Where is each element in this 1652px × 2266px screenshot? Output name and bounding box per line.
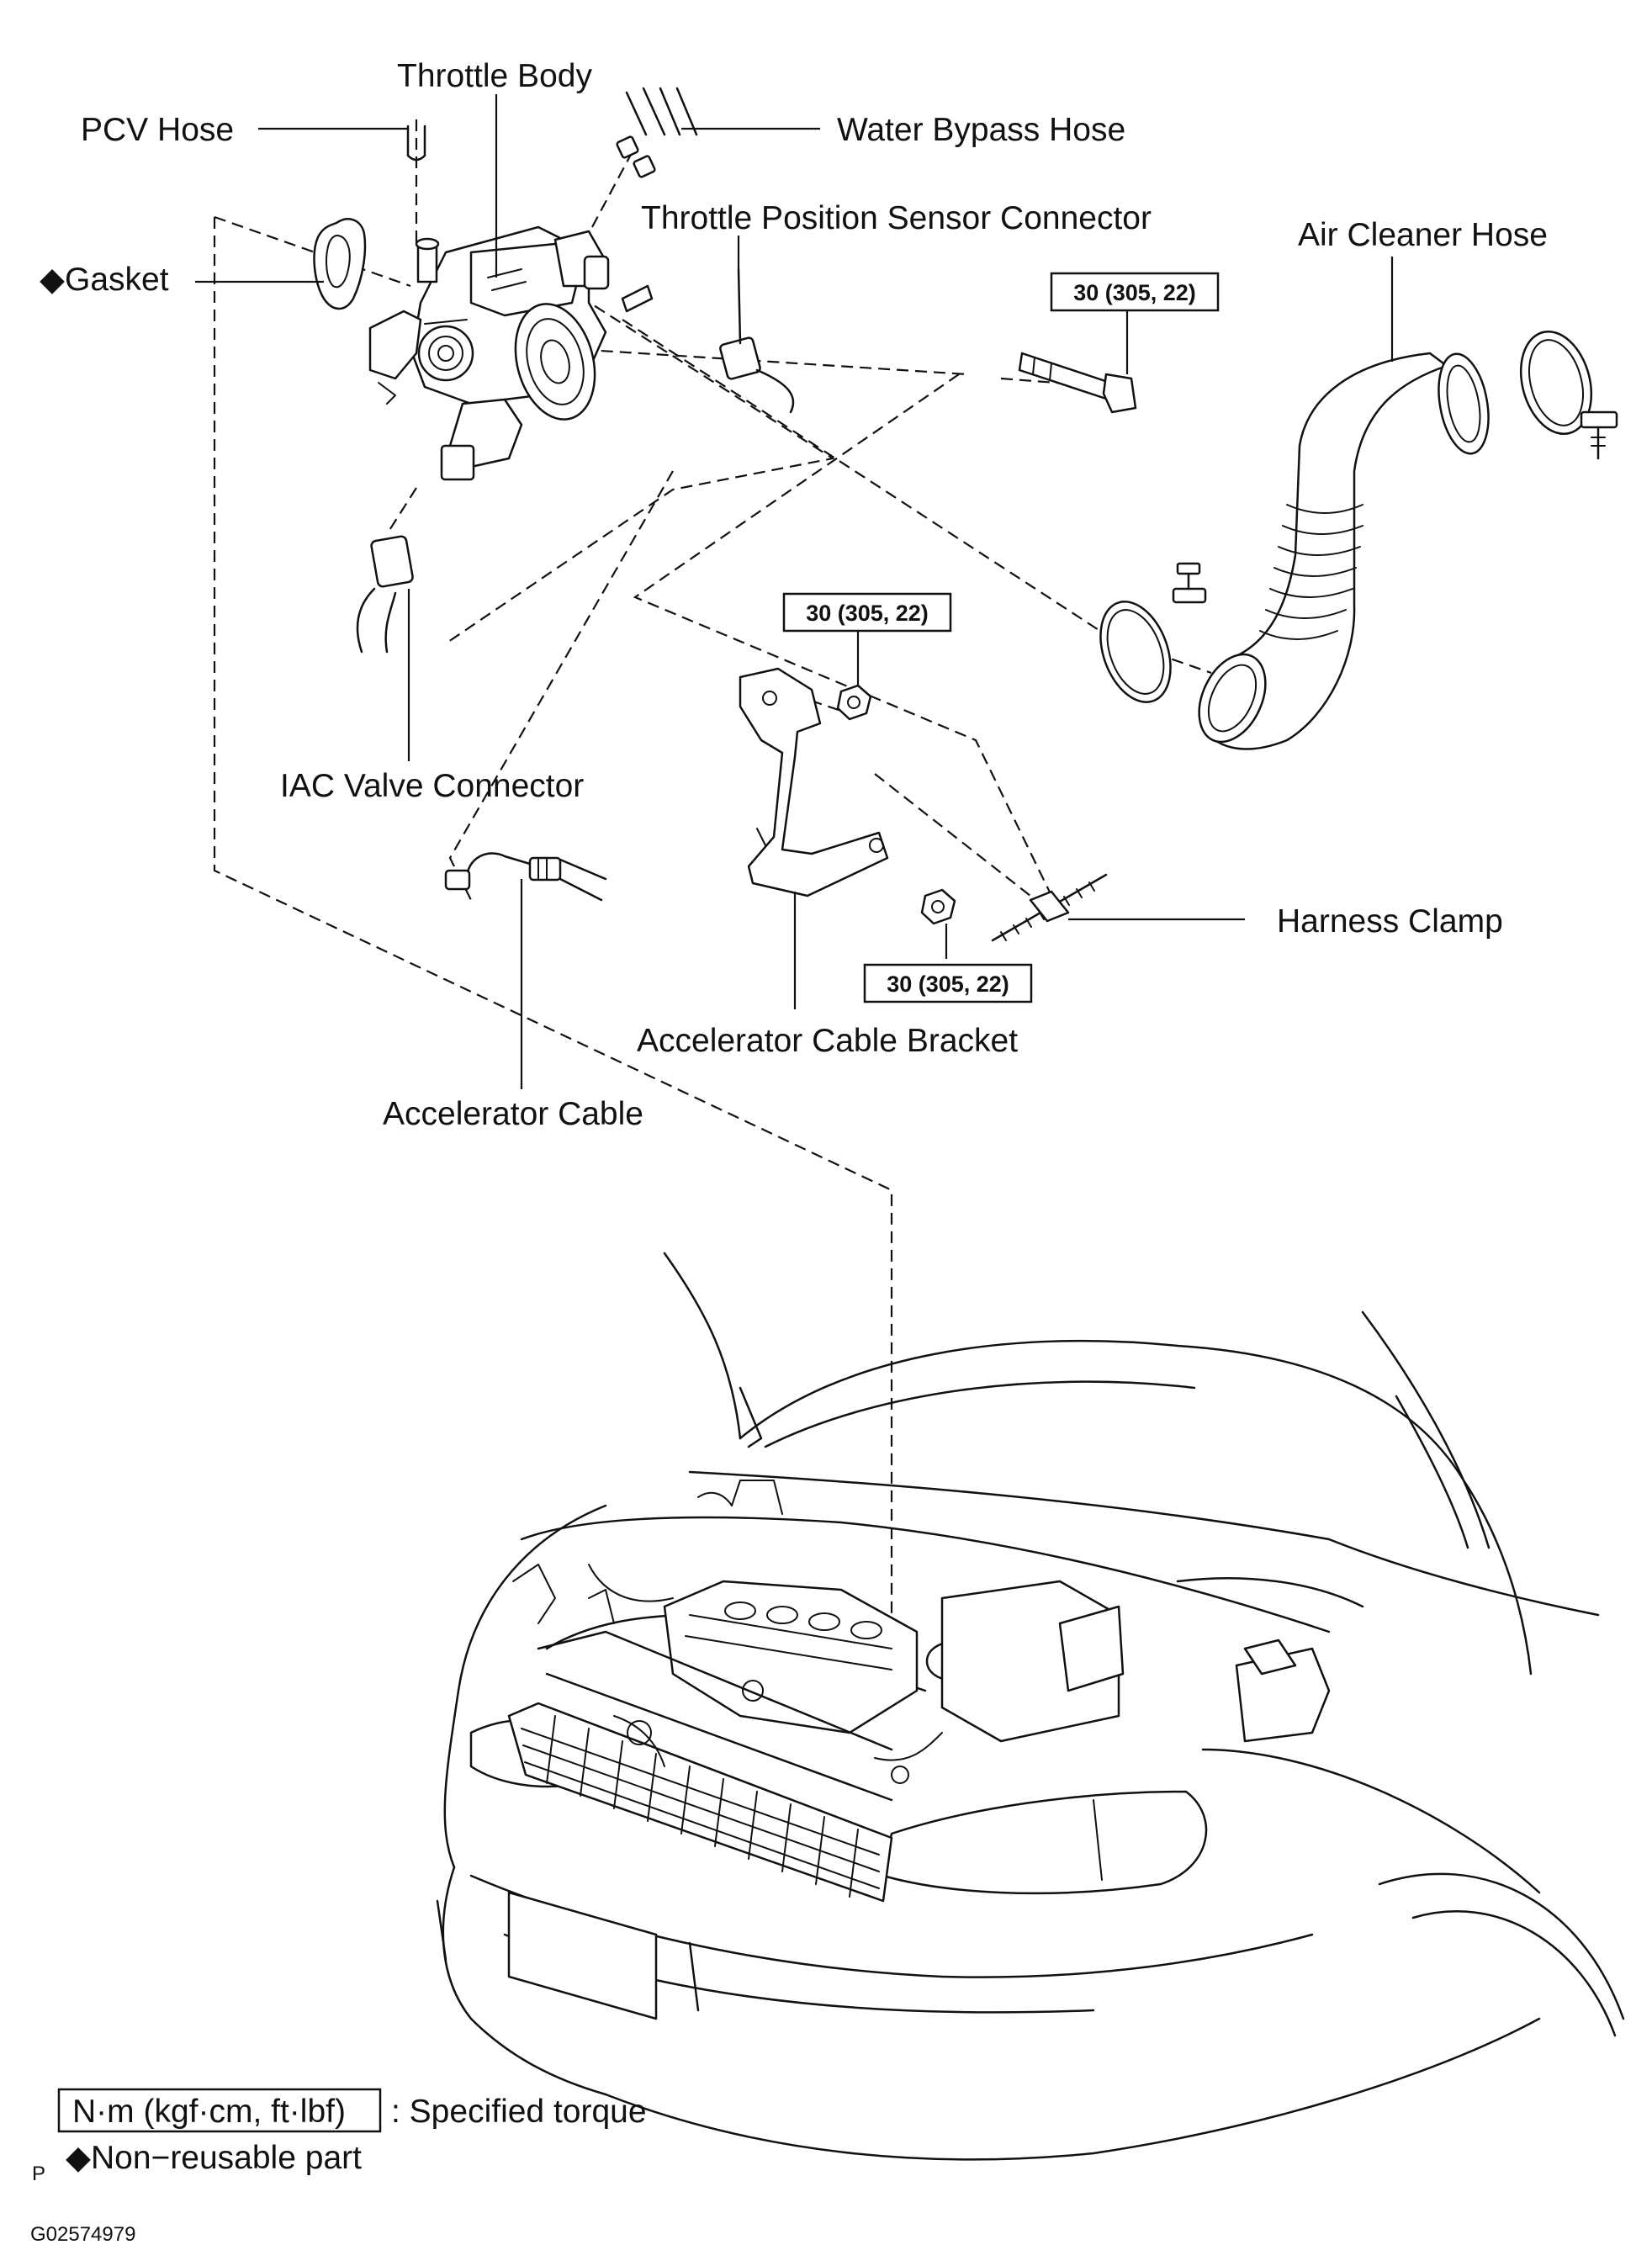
torque-value-lower-nut: 30 (305, 22) <box>887 972 1009 997</box>
legend: N·m (kgf·cm, ft·lbf) : Specified torque … <box>57 2088 647 2176</box>
pcv-hose-part <box>406 124 426 161</box>
legend-torque-unit: N·m (kgf·cm, ft·lbf) <box>72 2094 346 2130</box>
iac-connector-part <box>356 535 414 654</box>
part-labels: Throttle Body PCV Hose Water Bypass Hose… <box>40 58 1548 1132</box>
hose-clamp-upper-part <box>1519 330 1618 460</box>
label-throttle-body: Throttle Body <box>397 58 592 94</box>
label-gasket: ◆Gasket <box>40 262 169 298</box>
water-bypass-hose-part <box>616 87 698 178</box>
label-accelerator-cable: Accelerator Cable <box>383 1096 643 1132</box>
torque-value-upper-nut: 30 (305, 22) <box>806 601 929 626</box>
figure-footer: P G02574979 <box>30 2163 135 2246</box>
legend-torque-desc: : Specified torque <box>391 2094 647 2130</box>
accelerator-cable-part <box>444 852 607 902</box>
air-cleaner-hose-part <box>1198 352 1490 750</box>
vehicle-front-view <box>436 1252 1625 2161</box>
bracket-nut-lower-part <box>920 888 956 925</box>
label-pcv-hose: PCV Hose <box>81 112 234 148</box>
hose-clamp-lower-part <box>1099 562 1207 703</box>
label-accelerator-cable-bracket: Accelerator Cable Bracket <box>637 1023 1018 1059</box>
torque-value-bolt: 30 (305, 22) <box>1073 280 1196 305</box>
torque-spec-bolt: 30 (305, 22) <box>1050 272 1220 312</box>
leader-lines <box>195 94 1394 1089</box>
label-air-cleaner-hose: Air Cleaner Hose <box>1298 217 1548 253</box>
harness-clamp-part <box>991 873 1108 942</box>
label-harness-clamp: Harness Clamp <box>1277 903 1503 940</box>
label-iac-valve-connector: IAC Valve Connector <box>280 768 584 804</box>
legend-non-reusable: ◆Non−reusable part <box>66 2140 362 2176</box>
bracket-nut-upper-part <box>836 684 872 721</box>
page-marker: P <box>32 2163 45 2185</box>
label-tps-connector: Throttle Position Sensor Connector <box>641 200 1152 236</box>
label-water-bypass-hose: Water Bypass Hose <box>837 112 1125 148</box>
torque-spec-upper-nut: 30 (305, 22) <box>782 592 952 633</box>
figure-id: G02574979 <box>30 2223 135 2246</box>
gasket-part <box>313 218 367 310</box>
tps-connector-part <box>719 267 795 414</box>
mounting-bolt-part <box>1018 352 1137 414</box>
throttle-body-part <box>368 225 654 481</box>
torque-spec-lower-nut: 30 (305, 22) <box>863 963 1033 1003</box>
accelerator-cable-bracket-part <box>739 667 889 897</box>
